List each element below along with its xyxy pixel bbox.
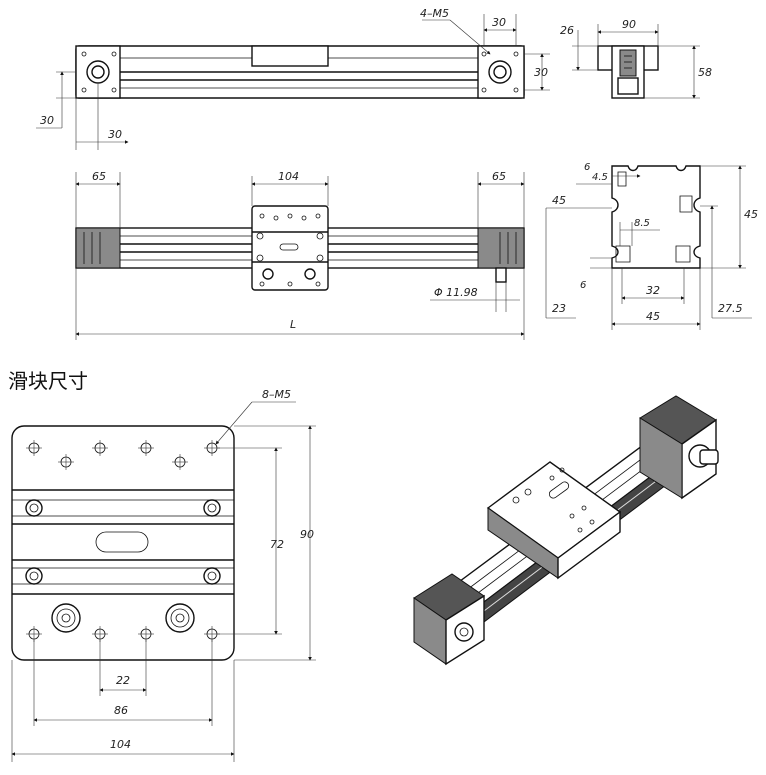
top-end-width-label: 30 — [492, 16, 506, 29]
front-left-end-label: 65 — [92, 170, 106, 183]
top-bottom-offset-label: 30 — [108, 128, 122, 141]
end-view-top: 90 26 58 — [560, 18, 712, 99]
front-view: 65 104 65 Φ 11.98 L — [75, 170, 525, 340]
profile-f-label: 23 — [552, 302, 566, 315]
profile-c-label: 45 — [552, 194, 566, 207]
profile-section: 6 4.5 45 8.5 6 23 32 45 45 — [545, 162, 758, 330]
profile-a-label: 6 — [584, 162, 590, 173]
front-length-label: L — [290, 318, 296, 331]
end-height-label: 58 — [698, 66, 712, 79]
slider-hole-span-v-label: 72 — [270, 538, 284, 551]
profile-e-label: 6 — [580, 280, 586, 291]
top-holes — [26, 440, 220, 470]
profile-b-label: 4.5 — [592, 172, 608, 183]
end-width-label: 90 — [622, 18, 636, 31]
top-view: 4–M5 30 30 30 30 — [36, 7, 550, 150]
top-side-height-label: 30 — [534, 66, 548, 79]
profile-i-label: 45 — [744, 208, 758, 221]
front-shaft-dia-label: Φ 11.98 — [434, 286, 478, 299]
profile-g-label: 32 — [646, 284, 660, 297]
front-carriage-width-label: 104 — [278, 170, 299, 183]
isometric-view — [413, 395, 719, 666]
front-right-end-label: 65 — [492, 170, 506, 183]
top-left-offset-label: 30 — [40, 114, 54, 127]
bottom-holes — [26, 626, 220, 642]
section-title: 滑块尺寸 — [8, 369, 88, 393]
top-thread-label: 4–M5 — [420, 7, 449, 20]
profile-h-label: 45 — [646, 310, 660, 323]
profile-d-label: 8.5 — [634, 218, 650, 229]
slider-hole-span-h-label: 86 — [114, 704, 128, 717]
slider-hole-pitch-label: 22 — [116, 674, 130, 687]
profile-j-label: 27.5 — [718, 302, 743, 315]
slider-height-label: 90 — [300, 528, 314, 541]
slider-plate: 8–M5 72 90 22 86 104 — [11, 388, 316, 762]
slider-thread-label: 8–M5 — [262, 388, 291, 401]
slider-width-label: 104 — [110, 738, 131, 751]
end-offset-label: 26 — [560, 24, 574, 37]
